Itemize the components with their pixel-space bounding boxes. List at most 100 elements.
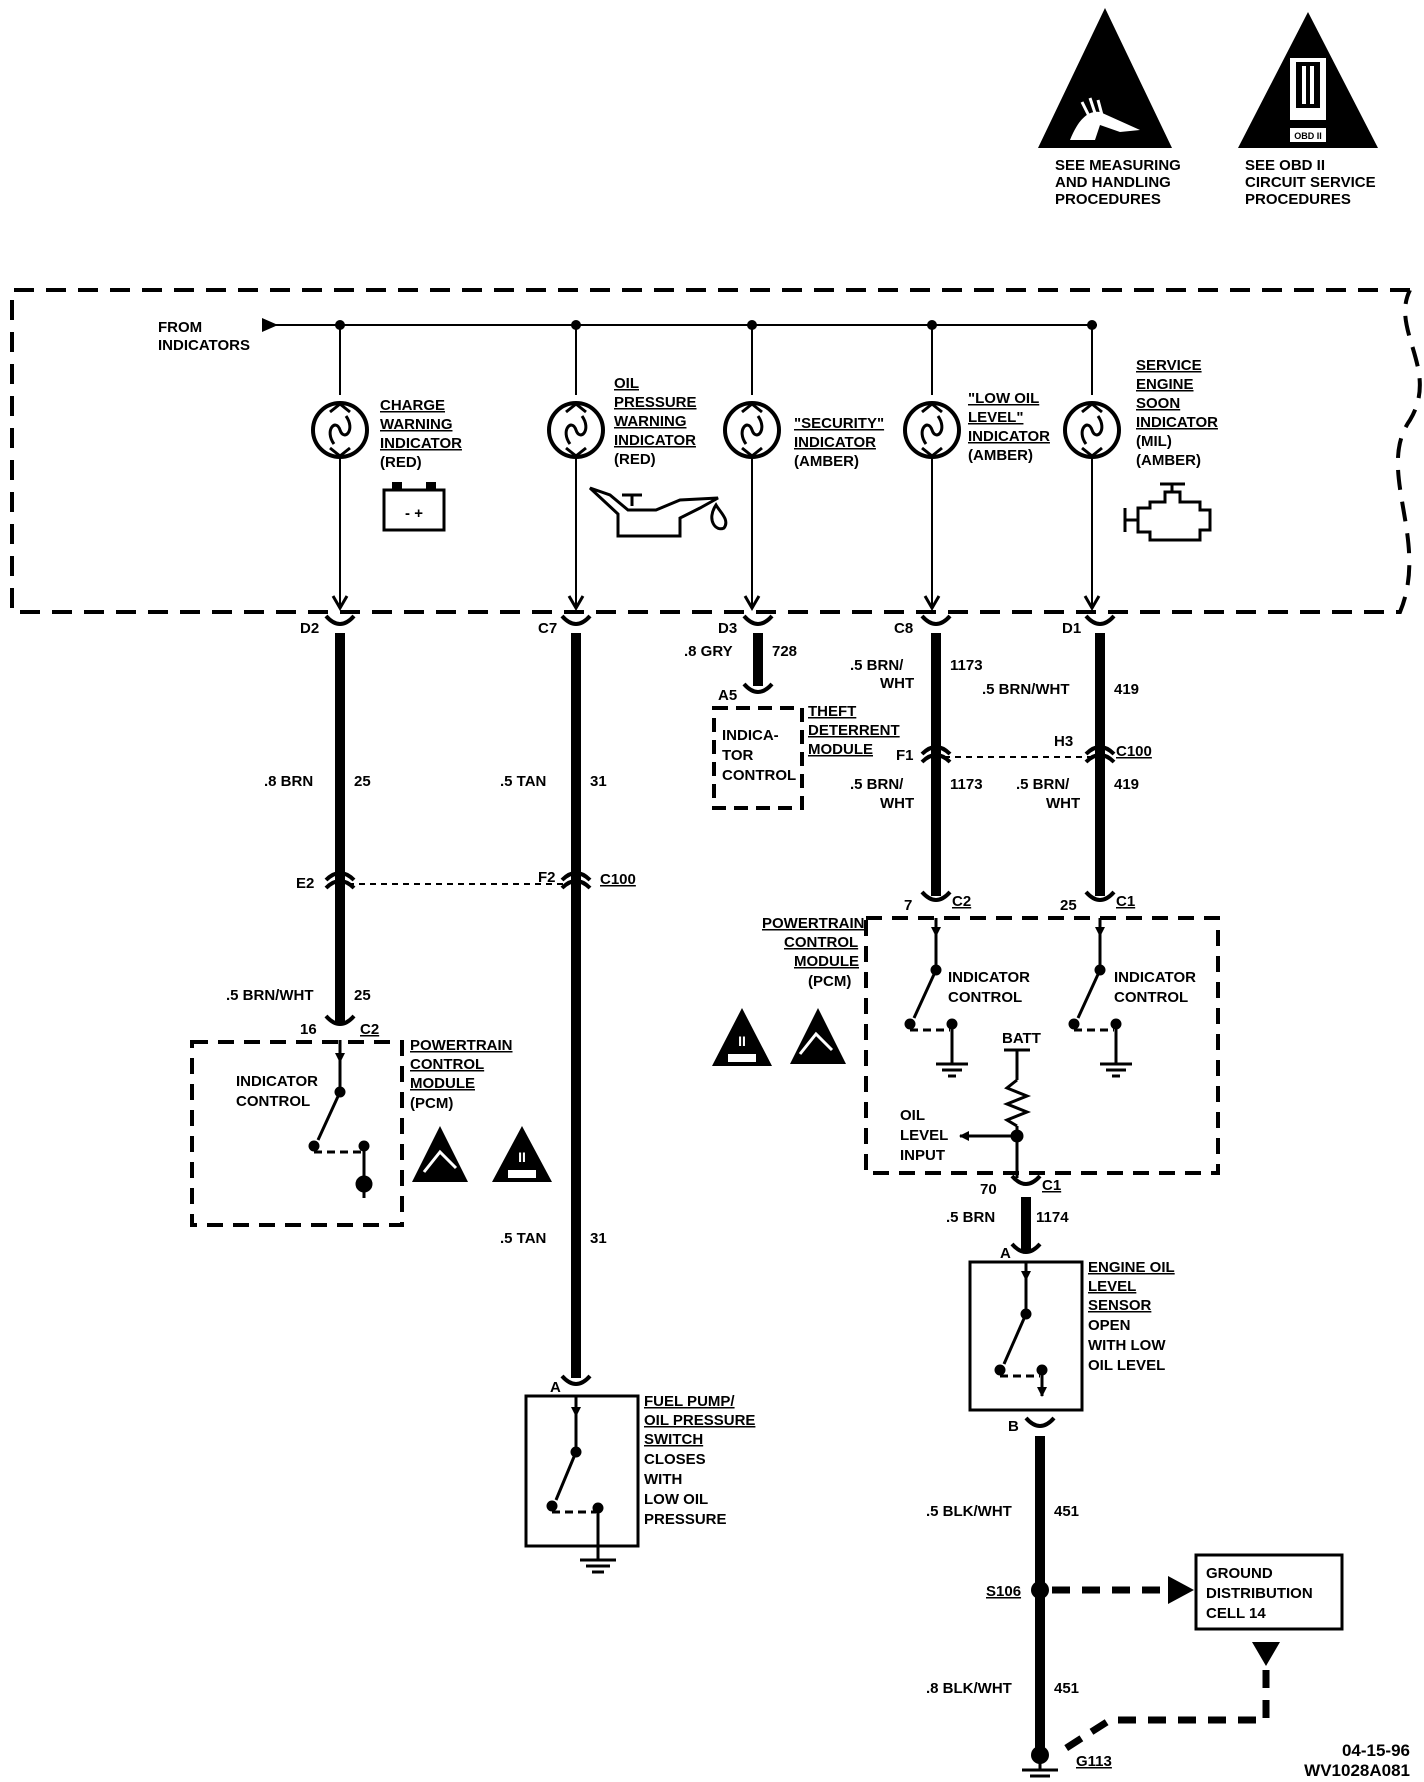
svg-text:TOR: TOR bbox=[722, 747, 754, 764]
svg-text:CONTROL: CONTROL bbox=[784, 934, 858, 951]
svg-text:.5 BRN: .5 BRN bbox=[946, 1209, 995, 1226]
svg-text:CONTROL: CONTROL bbox=[1114, 989, 1188, 1006]
svg-text:INPUT: INPUT bbox=[900, 1147, 945, 1164]
svg-text:D2: D2 bbox=[300, 620, 319, 637]
svg-text:419: 419 bbox=[1114, 776, 1139, 793]
svg-text:INDICATOR: INDICATOR bbox=[948, 969, 1030, 986]
svg-text:C1: C1 bbox=[1116, 893, 1135, 910]
svg-text:25: 25 bbox=[354, 987, 371, 1004]
svg-text:SEE OBD II: SEE OBD II bbox=[1245, 157, 1325, 174]
svg-text:POWERTRAIN: POWERTRAIN bbox=[410, 1037, 513, 1054]
connector-cup bbox=[1084, 890, 1116, 902]
svg-text:WV1028A081: WV1028A081 bbox=[1304, 1761, 1410, 1780]
svg-text:(PCM): (PCM) bbox=[808, 973, 851, 990]
svg-text:F2: F2 bbox=[538, 869, 556, 886]
connector-inline bbox=[324, 879, 356, 890]
connector-cup bbox=[560, 1374, 592, 1386]
svg-text:04-15-96: 04-15-96 bbox=[1342, 1741, 1410, 1760]
svg-text:C7: C7 bbox=[538, 620, 557, 637]
indicator-label: LEVEL" bbox=[968, 409, 1023, 426]
svg-text:DETERRENT: DETERRENT bbox=[808, 722, 900, 739]
esd-warning: SEE MEASURING AND HANDLING PROCEDURES bbox=[1038, 8, 1181, 208]
svg-text:MODULE: MODULE bbox=[808, 741, 873, 758]
indicator-lamp-0: CHARGE WARNING INDICATOR (RED) bbox=[311, 320, 462, 611]
wire-labels: .8 BRN 25 .5 BRN/WHT 25 .5 TAN 31 .5 TAN… bbox=[226, 643, 1139, 1697]
indicator-label: INDICATOR bbox=[1136, 414, 1218, 431]
connector-cup bbox=[324, 1014, 356, 1026]
svg-text:S106: S106 bbox=[986, 1583, 1021, 1600]
svg-text:.8 BLK/WHT: .8 BLK/WHT bbox=[926, 1680, 1012, 1697]
obd-warning: OBD II SEE OBD II CIRCUIT SERVICE PROCED… bbox=[1238, 12, 1378, 208]
indicator-label: (RED) bbox=[380, 454, 422, 471]
connector-inline bbox=[1084, 753, 1116, 764]
pcm-right-warning-icons: II bbox=[712, 1008, 846, 1066]
svg-text:PROCEDURES: PROCEDURES bbox=[1245, 191, 1351, 208]
indicator-label: INDICATOR bbox=[380, 435, 462, 452]
svg-text:PRESSURE: PRESSURE bbox=[644, 1511, 727, 1528]
indicator-label: INDICATOR bbox=[968, 428, 1050, 445]
connector-inline bbox=[560, 879, 592, 890]
theft-deterrent-module: INDICA- TOR CONTROL THEFT DETERRENT MODU… bbox=[712, 703, 900, 810]
connector-cup bbox=[560, 614, 592, 626]
oil-can-icon bbox=[588, 486, 728, 538]
indicator-feed-bus: FROM INDICATORS bbox=[158, 318, 1097, 354]
connector-cup bbox=[1010, 1242, 1042, 1254]
svg-text:WHT: WHT bbox=[1046, 795, 1080, 812]
svg-text:16: 16 bbox=[300, 1021, 317, 1038]
svg-text:.5 BRN/: .5 BRN/ bbox=[850, 657, 904, 674]
connector-cup bbox=[920, 890, 952, 902]
instrument-cluster-boundary bbox=[10, 288, 1422, 614]
connector-cup bbox=[742, 682, 774, 694]
svg-text:SENSOR: SENSOR bbox=[1088, 1297, 1152, 1314]
connector-cup bbox=[324, 614, 356, 626]
sensor-switch bbox=[994, 1262, 1048, 1397]
svg-text:.8 GRY: .8 GRY bbox=[684, 643, 733, 660]
indicator-label: (MIL) bbox=[1136, 433, 1172, 450]
svg-text:OIL LEVEL: OIL LEVEL bbox=[1088, 1357, 1165, 1374]
indicator-label: SOON bbox=[1136, 395, 1180, 412]
ground-distribution: S106 GROUND DISTRIBUTION CELL 14 G113 bbox=[986, 1553, 1344, 1778]
svg-text:ENGINE OIL: ENGINE OIL bbox=[1088, 1259, 1175, 1276]
svg-text:WHT: WHT bbox=[880, 675, 914, 692]
svg-text:THEFT: THEFT bbox=[808, 703, 856, 720]
fuel-pump-oil-pressure-switch: FUEL PUMP/ OIL PRESSURE SWITCH CLOSES WI… bbox=[524, 1393, 755, 1548]
svg-text:H3: H3 bbox=[1054, 733, 1073, 750]
svg-text:OIL PRESSURE: OIL PRESSURE bbox=[644, 1412, 755, 1429]
connector-inline bbox=[324, 871, 356, 882]
svg-text:E2: E2 bbox=[296, 875, 314, 892]
indicator-label: INDICATOR bbox=[794, 434, 876, 451]
svg-text:1173: 1173 bbox=[950, 776, 983, 793]
svg-text:25: 25 bbox=[1060, 897, 1077, 914]
svg-text:POWERTRAIN: POWERTRAIN bbox=[762, 915, 865, 932]
footer: 04-15-96 WV1028A081 bbox=[1304, 1741, 1410, 1780]
connector-cup bbox=[1084, 614, 1116, 626]
svg-text:CONTROL: CONTROL bbox=[236, 1093, 310, 1110]
pin-labels: D2 C7 D3 C8 D1 E2 F2 F1 H3 16 7 25 70 A5… bbox=[296, 620, 1152, 1435]
pcm-right-internals bbox=[904, 918, 1132, 1178]
svg-text:(PCM): (PCM) bbox=[410, 1095, 453, 1112]
svg-text:II: II bbox=[738, 1033, 746, 1049]
svg-text:.5 BRN/: .5 BRN/ bbox=[1016, 776, 1070, 793]
pcm-right: POWERTRAIN CONTROL MODULE (PCM) INDICATO… bbox=[762, 915, 1220, 1175]
battery-icon: - + bbox=[382, 482, 446, 532]
indicator-label: (RED) bbox=[614, 451, 656, 468]
svg-text:PROCEDURES: PROCEDURES bbox=[1055, 191, 1161, 208]
svg-text:A5: A5 bbox=[718, 687, 737, 704]
connector-cup bbox=[920, 614, 952, 626]
indicator-label: OIL bbox=[614, 375, 639, 392]
svg-text:D3: D3 bbox=[718, 620, 737, 637]
svg-text:II: II bbox=[518, 1149, 526, 1165]
svg-text:AND HANDLING: AND HANDLING bbox=[1055, 174, 1171, 191]
engine-icon bbox=[1123, 482, 1212, 542]
svg-text:GROUND: GROUND bbox=[1206, 1565, 1273, 1582]
indicator-label: ENGINE bbox=[1136, 376, 1194, 393]
svg-text:.5 BLK/WHT: .5 BLK/WHT bbox=[926, 1503, 1012, 1520]
indicator-label: WARNING bbox=[380, 416, 453, 433]
svg-text:D1: D1 bbox=[1062, 620, 1081, 637]
indicator-label: CHARGE bbox=[380, 397, 445, 414]
svg-text:SWITCH: SWITCH bbox=[644, 1431, 703, 1448]
svg-text:DISTRIBUTION: DISTRIBUTION bbox=[1206, 1585, 1313, 1602]
indicator-label: "LOW OIL bbox=[968, 390, 1039, 407]
connector-inline bbox=[920, 753, 952, 764]
